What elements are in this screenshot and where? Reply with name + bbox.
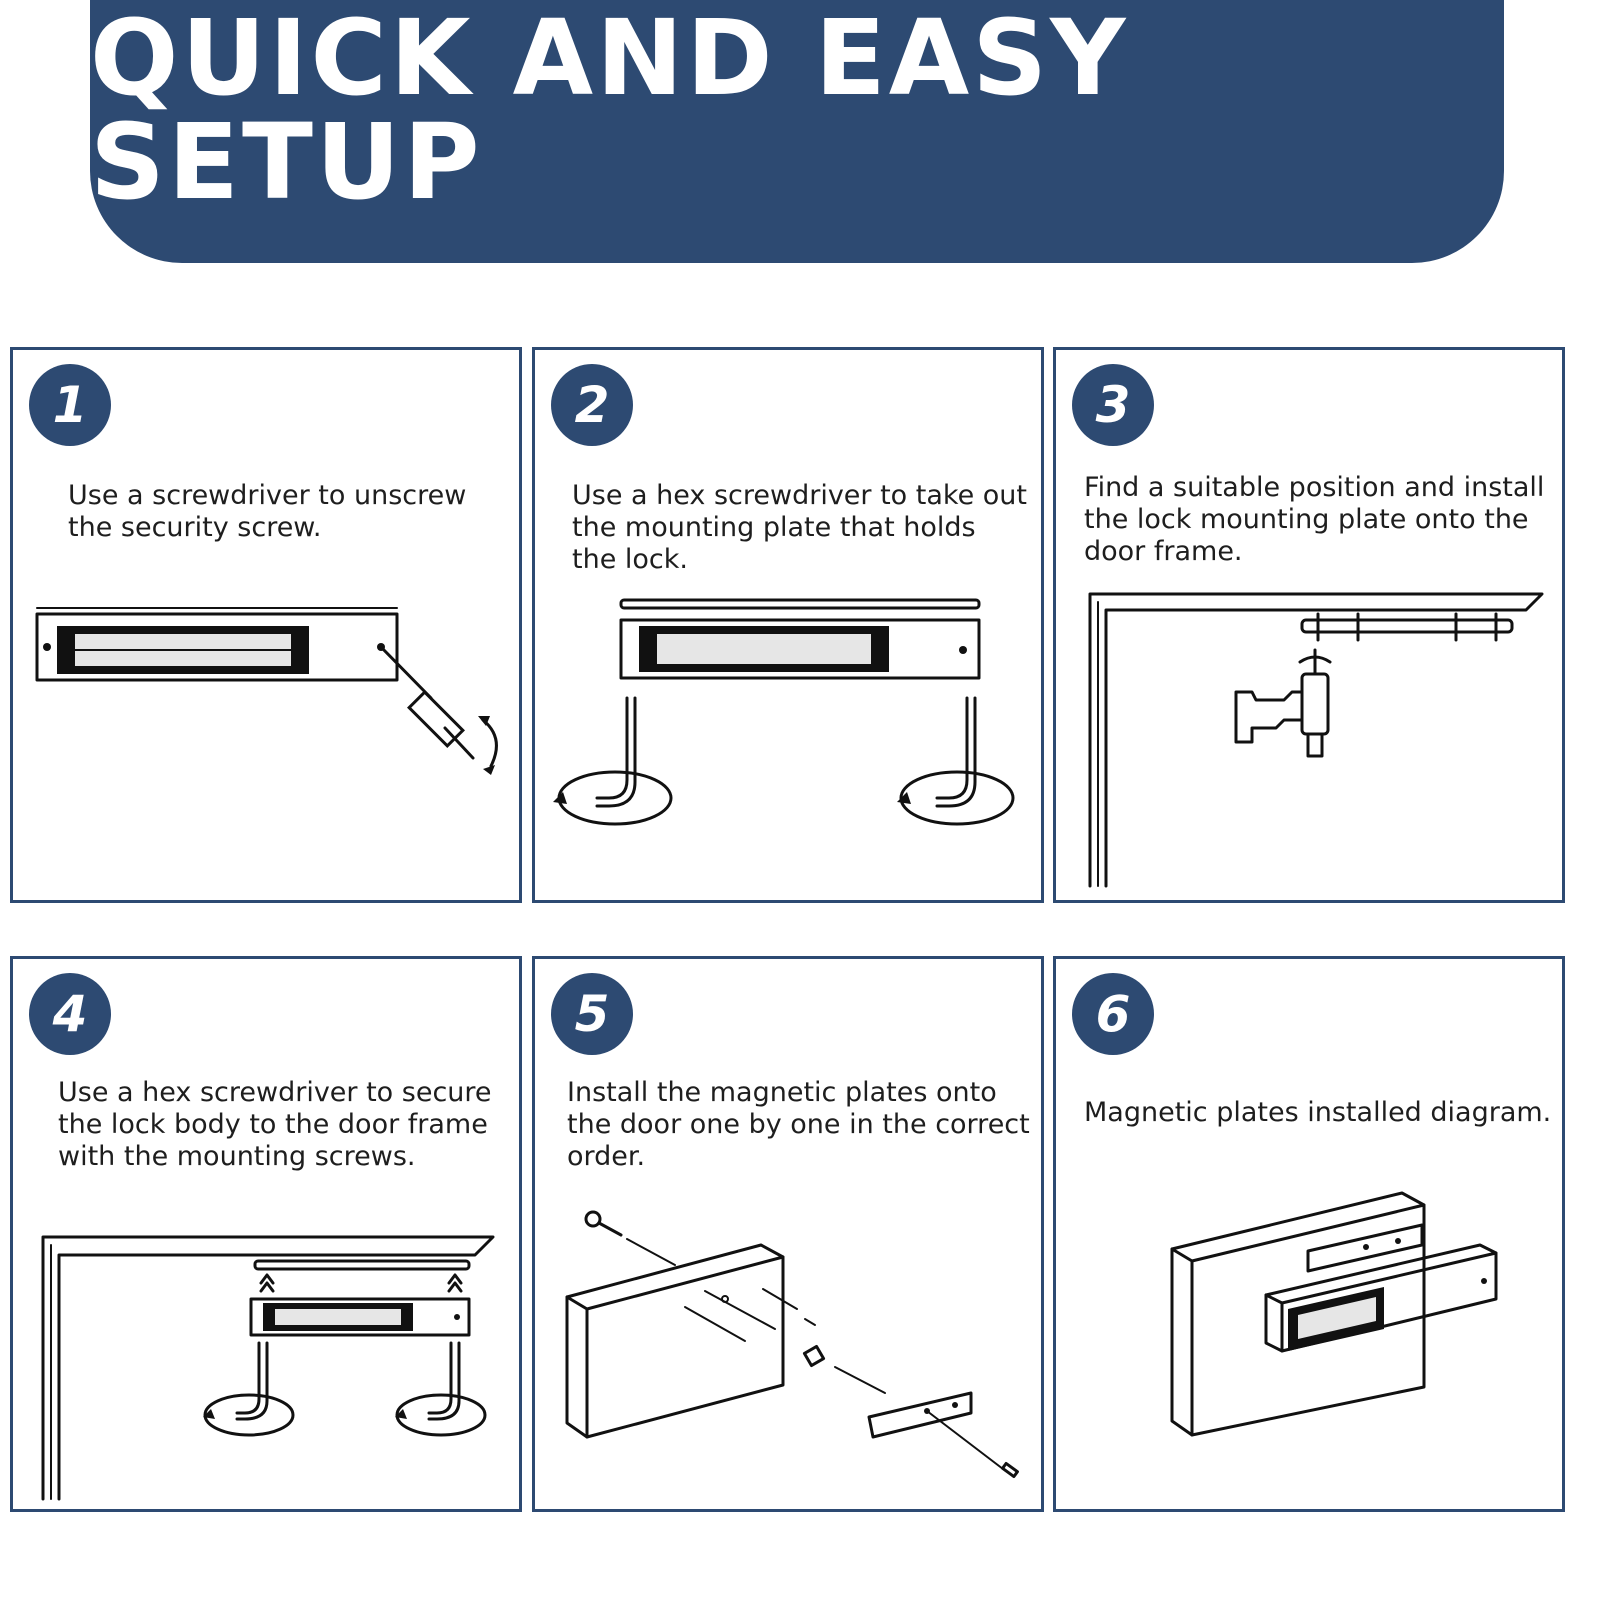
unscrew-security-screw-illustration xyxy=(35,607,498,775)
step-description: Use a hex screwdriver to secure the lock… xyxy=(58,1077,492,1172)
step-1-card: 1 Use a screwdriver to unscrew the secur… xyxy=(10,347,522,903)
step-6-card: 6 Magnetic plates installed diagram. xyxy=(1053,956,1565,1512)
secure-lock-body-illustration xyxy=(41,1235,495,1501)
step-4-card: 4 Use a hex screwdriver to secure the lo… xyxy=(10,956,522,1512)
page-title: QUICK AND EASY SETUP xyxy=(90,0,1129,223)
installed-diagram-illustration xyxy=(1170,1191,1498,1437)
step-number-badge: 2 xyxy=(551,364,633,446)
step-description: Find a suitable position and install the… xyxy=(1084,472,1545,567)
remove-mounting-plate-illustration xyxy=(553,598,1015,826)
step-number-badge: 3 xyxy=(1072,364,1154,446)
step-5-card: 5 Install the magnetic plates onto the d… xyxy=(532,956,1044,1512)
install-magnetic-plates-illustration xyxy=(565,1210,1019,1479)
step-number-badge: 5 xyxy=(551,973,633,1055)
step-number-badge: 1 xyxy=(29,364,111,446)
step-description: Magnetic plates installed diagram. xyxy=(1084,1097,1552,1128)
step-number-badge: 6 xyxy=(1072,973,1154,1055)
step-description: Use a hex screwdriver to take out the mo… xyxy=(572,480,1027,575)
step-3-card: 3 Find a suitable position and install t… xyxy=(1053,347,1565,903)
step-description: Install the magnetic plates onto the doo… xyxy=(567,1077,1030,1172)
step-number-badge: 4 xyxy=(29,973,111,1055)
step-2-card: 2 Use a hex screwdriver to take out the … xyxy=(532,347,1044,903)
header-banner: QUICK AND EASY SETUP xyxy=(90,0,1504,263)
step-description: Use a screwdriver to unscrew the securit… xyxy=(68,480,467,543)
install-plate-on-frame-illustration xyxy=(1088,592,1544,888)
